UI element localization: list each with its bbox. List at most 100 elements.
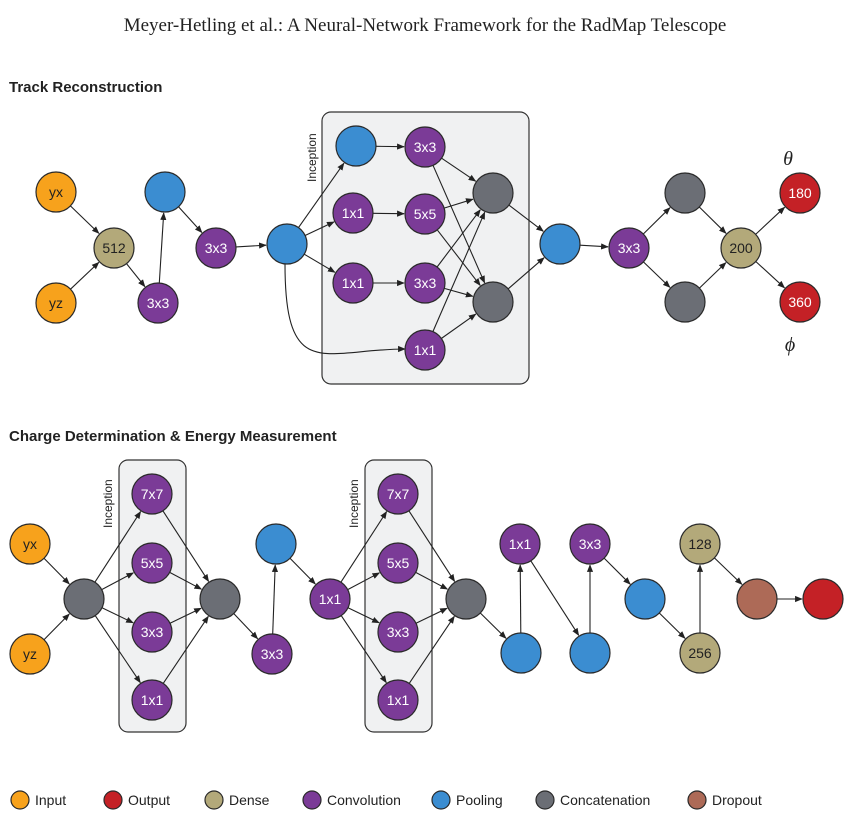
convolution-circle	[332, 192, 374, 234]
charge-node-convolution: 1x1	[499, 523, 541, 565]
pooling-circle	[624, 578, 666, 620]
dense-circle	[679, 632, 721, 674]
charge-node-output	[802, 578, 844, 620]
inception-label-charge-2: Inception	[347, 479, 361, 528]
node-label: 128	[688, 536, 712, 552]
track-edge-t_i11c-to-t_cat2	[440, 313, 477, 339]
inception-box-charge-1	[118, 459, 187, 733]
convolution-circle	[404, 262, 446, 304]
section-title-charge: Charge Determination & Energy Measuremen…	[9, 428, 337, 445]
track-node-dense: 200	[720, 227, 762, 269]
track-node-convolution: 1x1	[404, 329, 446, 371]
track-node-concatenation	[472, 281, 514, 323]
dense-circle	[93, 227, 135, 269]
convolution-circle	[137, 282, 179, 324]
track-node-convolution: 3x3	[404, 126, 446, 168]
legend-swatch	[10, 790, 30, 810]
track-edge-t_cat1-to-t_pool3	[508, 204, 544, 232]
node-label: 3x3	[261, 646, 284, 662]
charge-node-input: yz	[9, 633, 51, 675]
track-edge-t_cat3-to-t_200	[698, 206, 727, 234]
node-label: yx	[49, 184, 63, 200]
pooling-circle	[144, 171, 186, 213]
node-label: 360	[788, 294, 812, 310]
edges-layer	[43, 143, 803, 684]
convolution-circle	[131, 679, 173, 721]
track-edge-t_cat4-to-t_200	[699, 262, 727, 289]
charge-node-dense: 128	[679, 523, 721, 565]
charge-node-pooling	[500, 632, 542, 674]
node-label: 3x3	[141, 624, 164, 640]
track-node-convolution: 3x3	[195, 227, 237, 269]
track-edge-t_i33a-to-t_cat1	[441, 157, 477, 182]
legend-label: Dense	[229, 792, 270, 808]
legend-swatch	[431, 790, 451, 810]
charge-node-convolution: 1x1	[131, 679, 173, 721]
convolution-circle	[251, 633, 293, 675]
dense-circle	[720, 227, 762, 269]
track-node-concatenation	[664, 281, 706, 323]
charge-edge-c_yz-to-c_cat1	[43, 613, 70, 641]
charge-node-convolution: 3x3	[251, 633, 293, 675]
track-node-pooling	[144, 171, 186, 213]
track-node-concatenation	[472, 172, 514, 214]
node-label: 3x3	[618, 240, 641, 256]
node-label: 3x3	[414, 139, 437, 155]
charge-edge-c_pool2-to-c_11d	[517, 564, 524, 634]
node-label: 1x1	[414, 342, 437, 358]
track-edge-t_pool2-to-t_i11c	[284, 263, 406, 355]
track-node-convolution: 3x3	[137, 282, 179, 324]
charge-edge-c_11b-to-c_33c	[347, 607, 380, 624]
track-edge-t_pool2-to-t_i11a	[304, 221, 335, 236]
node-label: 256	[688, 645, 712, 661]
charge-node-pooling	[569, 632, 611, 674]
charge-node-convolution: 5x5	[377, 542, 419, 584]
charge-node-convolution: 7x7	[377, 473, 419, 515]
charge-edge-c_33d-to-c_pool4	[603, 557, 631, 585]
pooling-circle	[500, 632, 542, 674]
concatenation-circle	[664, 172, 706, 214]
inception-box-charge-2	[364, 459, 433, 733]
convolution-circle	[377, 473, 419, 515]
legend-swatch	[535, 790, 555, 810]
concatenation-circle	[199, 578, 241, 620]
charge-edge-c_cat3-to-c_pool2	[479, 612, 507, 639]
convolution-circle	[195, 227, 237, 269]
node-label: 3x3	[414, 275, 437, 291]
convolution-circle	[377, 679, 419, 721]
node-label: 5x5	[387, 555, 410, 571]
track-edge-t_yz-to-t_512	[70, 261, 100, 290]
charge-node-dropout	[736, 578, 778, 620]
track-node-dense: 512	[93, 227, 135, 269]
convolution-circle	[131, 542, 173, 584]
legend-item-output: Output	[103, 790, 170, 810]
legend-item-pooling: Pooling	[431, 790, 503, 810]
concatenation-circle	[472, 172, 514, 214]
track-node-input: yx	[35, 171, 77, 213]
node-label: yz	[23, 646, 37, 662]
charge-edge-c_11b-to-c_11c	[340, 615, 387, 684]
track-edge-t_200-to-t_180	[755, 206, 786, 235]
charge-edge-c_cat1-to-c_77a	[94, 510, 142, 583]
track-edge-t_cat2-to-t_pool3	[507, 257, 545, 290]
track-node-convolution: 5x5	[404, 193, 446, 235]
concatenation-circle	[664, 281, 706, 323]
charge-edge-c_11b-to-c_55b	[347, 572, 381, 591]
charge-node-pooling	[624, 578, 666, 620]
track-edge-t_pool2-to-t_i11b	[303, 253, 336, 273]
node-label: 200	[729, 240, 753, 256]
pooling-circle	[335, 125, 377, 167]
pooling-circle	[266, 223, 308, 265]
charge-edge-c_11d-to-c_pool3	[530, 560, 580, 636]
legend-item-dropout: Dropout	[687, 790, 762, 810]
node-label: 1x1	[342, 275, 365, 291]
node-label: 7x7	[387, 486, 410, 502]
track-edge-t_i33b-to-t_cat2	[444, 287, 474, 298]
charge-edge-c_11b-to-c_77b	[340, 510, 388, 583]
convolution-circle	[332, 262, 374, 304]
track-node-pooling	[539, 223, 581, 265]
track-node-convolution: 1x1	[332, 192, 374, 234]
track-edge-t_c33b-to-t_pool1	[158, 212, 167, 284]
charge-edge-c_128-to-c_drop	[714, 557, 743, 585]
track-node-pooling	[266, 223, 308, 265]
